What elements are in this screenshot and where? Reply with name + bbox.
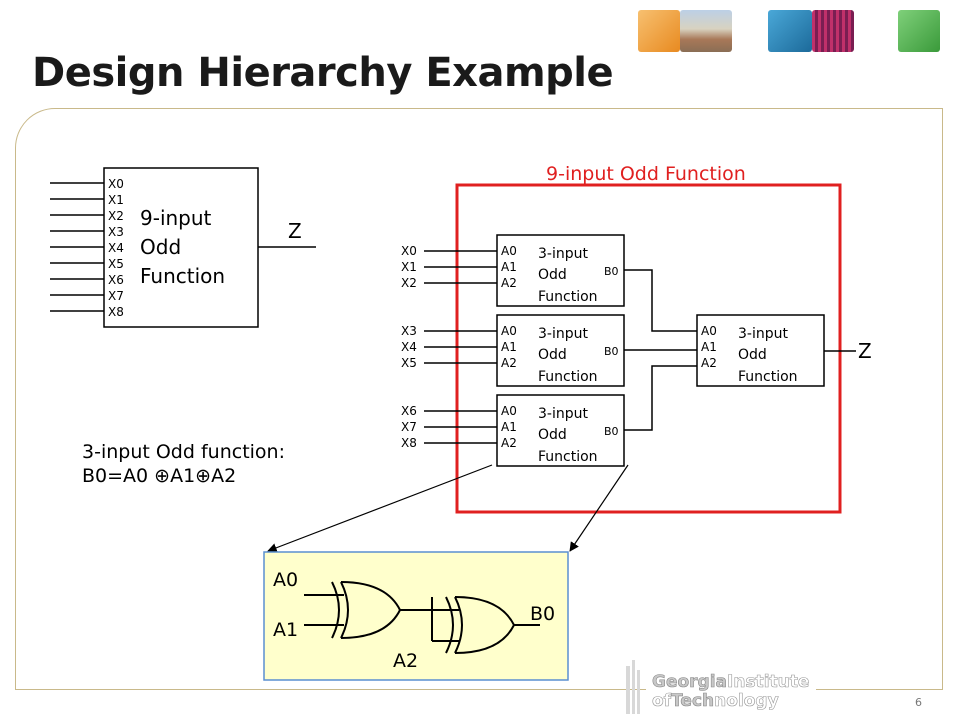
pin-label: A2 (701, 356, 717, 370)
xor-gate-2 (400, 596, 540, 654)
input-label: X2 (401, 276, 417, 290)
pin-label: A1 (701, 340, 717, 354)
pin-label: X1 (108, 193, 124, 207)
connection-wires (624, 269, 697, 431)
content-frame (15, 108, 943, 690)
header-thumbnail-campus (680, 10, 732, 52)
final-block: A0 A1 A2 3-input Odd Function Z (696, 314, 872, 387)
note-line-1: 3-input Odd function: (82, 441, 285, 463)
pin-label: B0 (604, 265, 619, 278)
pin-label: A1 (501, 340, 517, 354)
red-frame (455, 183, 842, 514)
svg-text:GeorgiaInstitute: GeorgiaInstitute (652, 672, 809, 692)
input-label: X3 (401, 324, 417, 338)
block-label-line: Function (538, 449, 598, 465)
sub-block-3: X6 X7 X8 A0 A1 A2 B0 3-input Odd Functio… (401, 394, 625, 467)
logo-word: of (652, 691, 672, 711)
block-label-line: 3-input (538, 406, 588, 422)
page-number: 6 (915, 696, 922, 709)
sub-block-box (496, 234, 625, 307)
slide-title: Design Hierarchy Example (32, 50, 614, 96)
block-label-line: Odd (538, 427, 567, 443)
block-label-line: Odd (738, 347, 767, 363)
output-label-z: Z (288, 219, 302, 243)
nine-input-pin-labels: X0 X1 X2 X3 X4 X5 X6 X7 X8 (108, 177, 124, 319)
pin-label: X6 (108, 273, 124, 287)
pin-label: A1 (501, 260, 517, 274)
block-label-line: 3-input (738, 326, 788, 342)
odd-function-note: 3-input Odd function: B0=A0 ⊕A1⊕A2 (82, 440, 285, 488)
logo-word: Institute (727, 672, 809, 692)
nine-input-box (103, 167, 259, 328)
pin-label: X5 (108, 257, 124, 271)
output-label-z: Z (858, 339, 872, 363)
pin-label: A2 (501, 356, 517, 370)
input-label: X5 (401, 356, 417, 370)
pin-label: A0 (501, 404, 517, 418)
header-thumbnail-chip (812, 10, 854, 52)
pin-label: A0 (501, 244, 517, 258)
pin-label: A0 (701, 324, 717, 338)
sub-block-1: X0 X1 X2 A0 A1 A2 B0 3-input Odd Functio… (401, 234, 625, 307)
logo-word: Tech (671, 691, 714, 711)
pin-label: X8 (108, 305, 124, 319)
input-label: X1 (401, 260, 417, 274)
gate-output-label: B0 (530, 603, 555, 625)
pin-label: X3 (108, 225, 124, 239)
block-label-line: Function (738, 369, 798, 385)
gate-input-label: A1 (273, 619, 298, 641)
georgia-tech-logo: GeorgiaInstitute ofTechnology (620, 656, 816, 718)
block-label-line: 9-input (140, 206, 212, 230)
sub-block-2: X3 X4 X5 A0 A1 A2 B0 3-input Odd Functio… (401, 314, 625, 387)
pin-label: X4 (108, 241, 124, 255)
block-label-line: Function (538, 369, 598, 385)
input-label: X0 (401, 244, 417, 258)
pin-label: X2 (108, 209, 124, 223)
nine-input-label: 9-input Odd Function (140, 206, 225, 288)
block-label-line: Odd (538, 347, 567, 363)
input-label: X4 (401, 340, 417, 354)
pin-label: A0 (501, 324, 517, 338)
red-frame-label: 9-input Odd Function (546, 163, 746, 185)
pin-label: A2 (501, 436, 517, 450)
header-thumbnail-green (898, 10, 940, 52)
gate-panel-box (263, 551, 569, 681)
block-label-line: Odd (140, 235, 181, 259)
logo-graphic: GeorgiaInstitute ofTechnology (626, 660, 816, 718)
logo-word: Georgia (652, 672, 727, 692)
block-label-line: Function (140, 264, 225, 288)
input-label: X8 (401, 436, 417, 450)
note-line-2: B0=A0 ⊕A1⊕A2 (82, 465, 237, 487)
svg-text:ofTechnology: ofTechnology (652, 691, 779, 711)
pin-label: X7 (108, 289, 124, 303)
pin-label: B0 (604, 345, 619, 358)
block-label-line: 3-input (538, 326, 588, 342)
pin-label: A2 (501, 276, 517, 290)
input-label: X6 (401, 404, 417, 418)
zoom-arrow-left (267, 464, 493, 553)
pin-label: A1 (501, 420, 517, 434)
header-thumbnail-orange (638, 10, 680, 52)
pin-label: X0 (108, 177, 124, 191)
nine-input-block: X0 X1 X2 X3 X4 X5 X6 X7 X8 9-input Odd F… (50, 167, 316, 328)
gate-panel: A0 A1 A2 B0 (263, 551, 569, 681)
zoom-arrow-right (569, 464, 629, 552)
block-label-line: 3-input (538, 246, 588, 262)
input-label: X7 (401, 420, 417, 434)
gate-input-label: A0 (273, 569, 298, 591)
header-thumbnail-blue (768, 10, 812, 52)
sub-block-box (496, 314, 625, 387)
nine-input-lines (50, 182, 104, 312)
block-label-line: Function (538, 289, 598, 305)
pin-label: B0 (604, 425, 619, 438)
block-label-line: Odd (538, 267, 567, 283)
logo-tower (626, 660, 640, 714)
gate-input-label: A2 (393, 650, 418, 672)
logo-word: nology (714, 691, 779, 711)
